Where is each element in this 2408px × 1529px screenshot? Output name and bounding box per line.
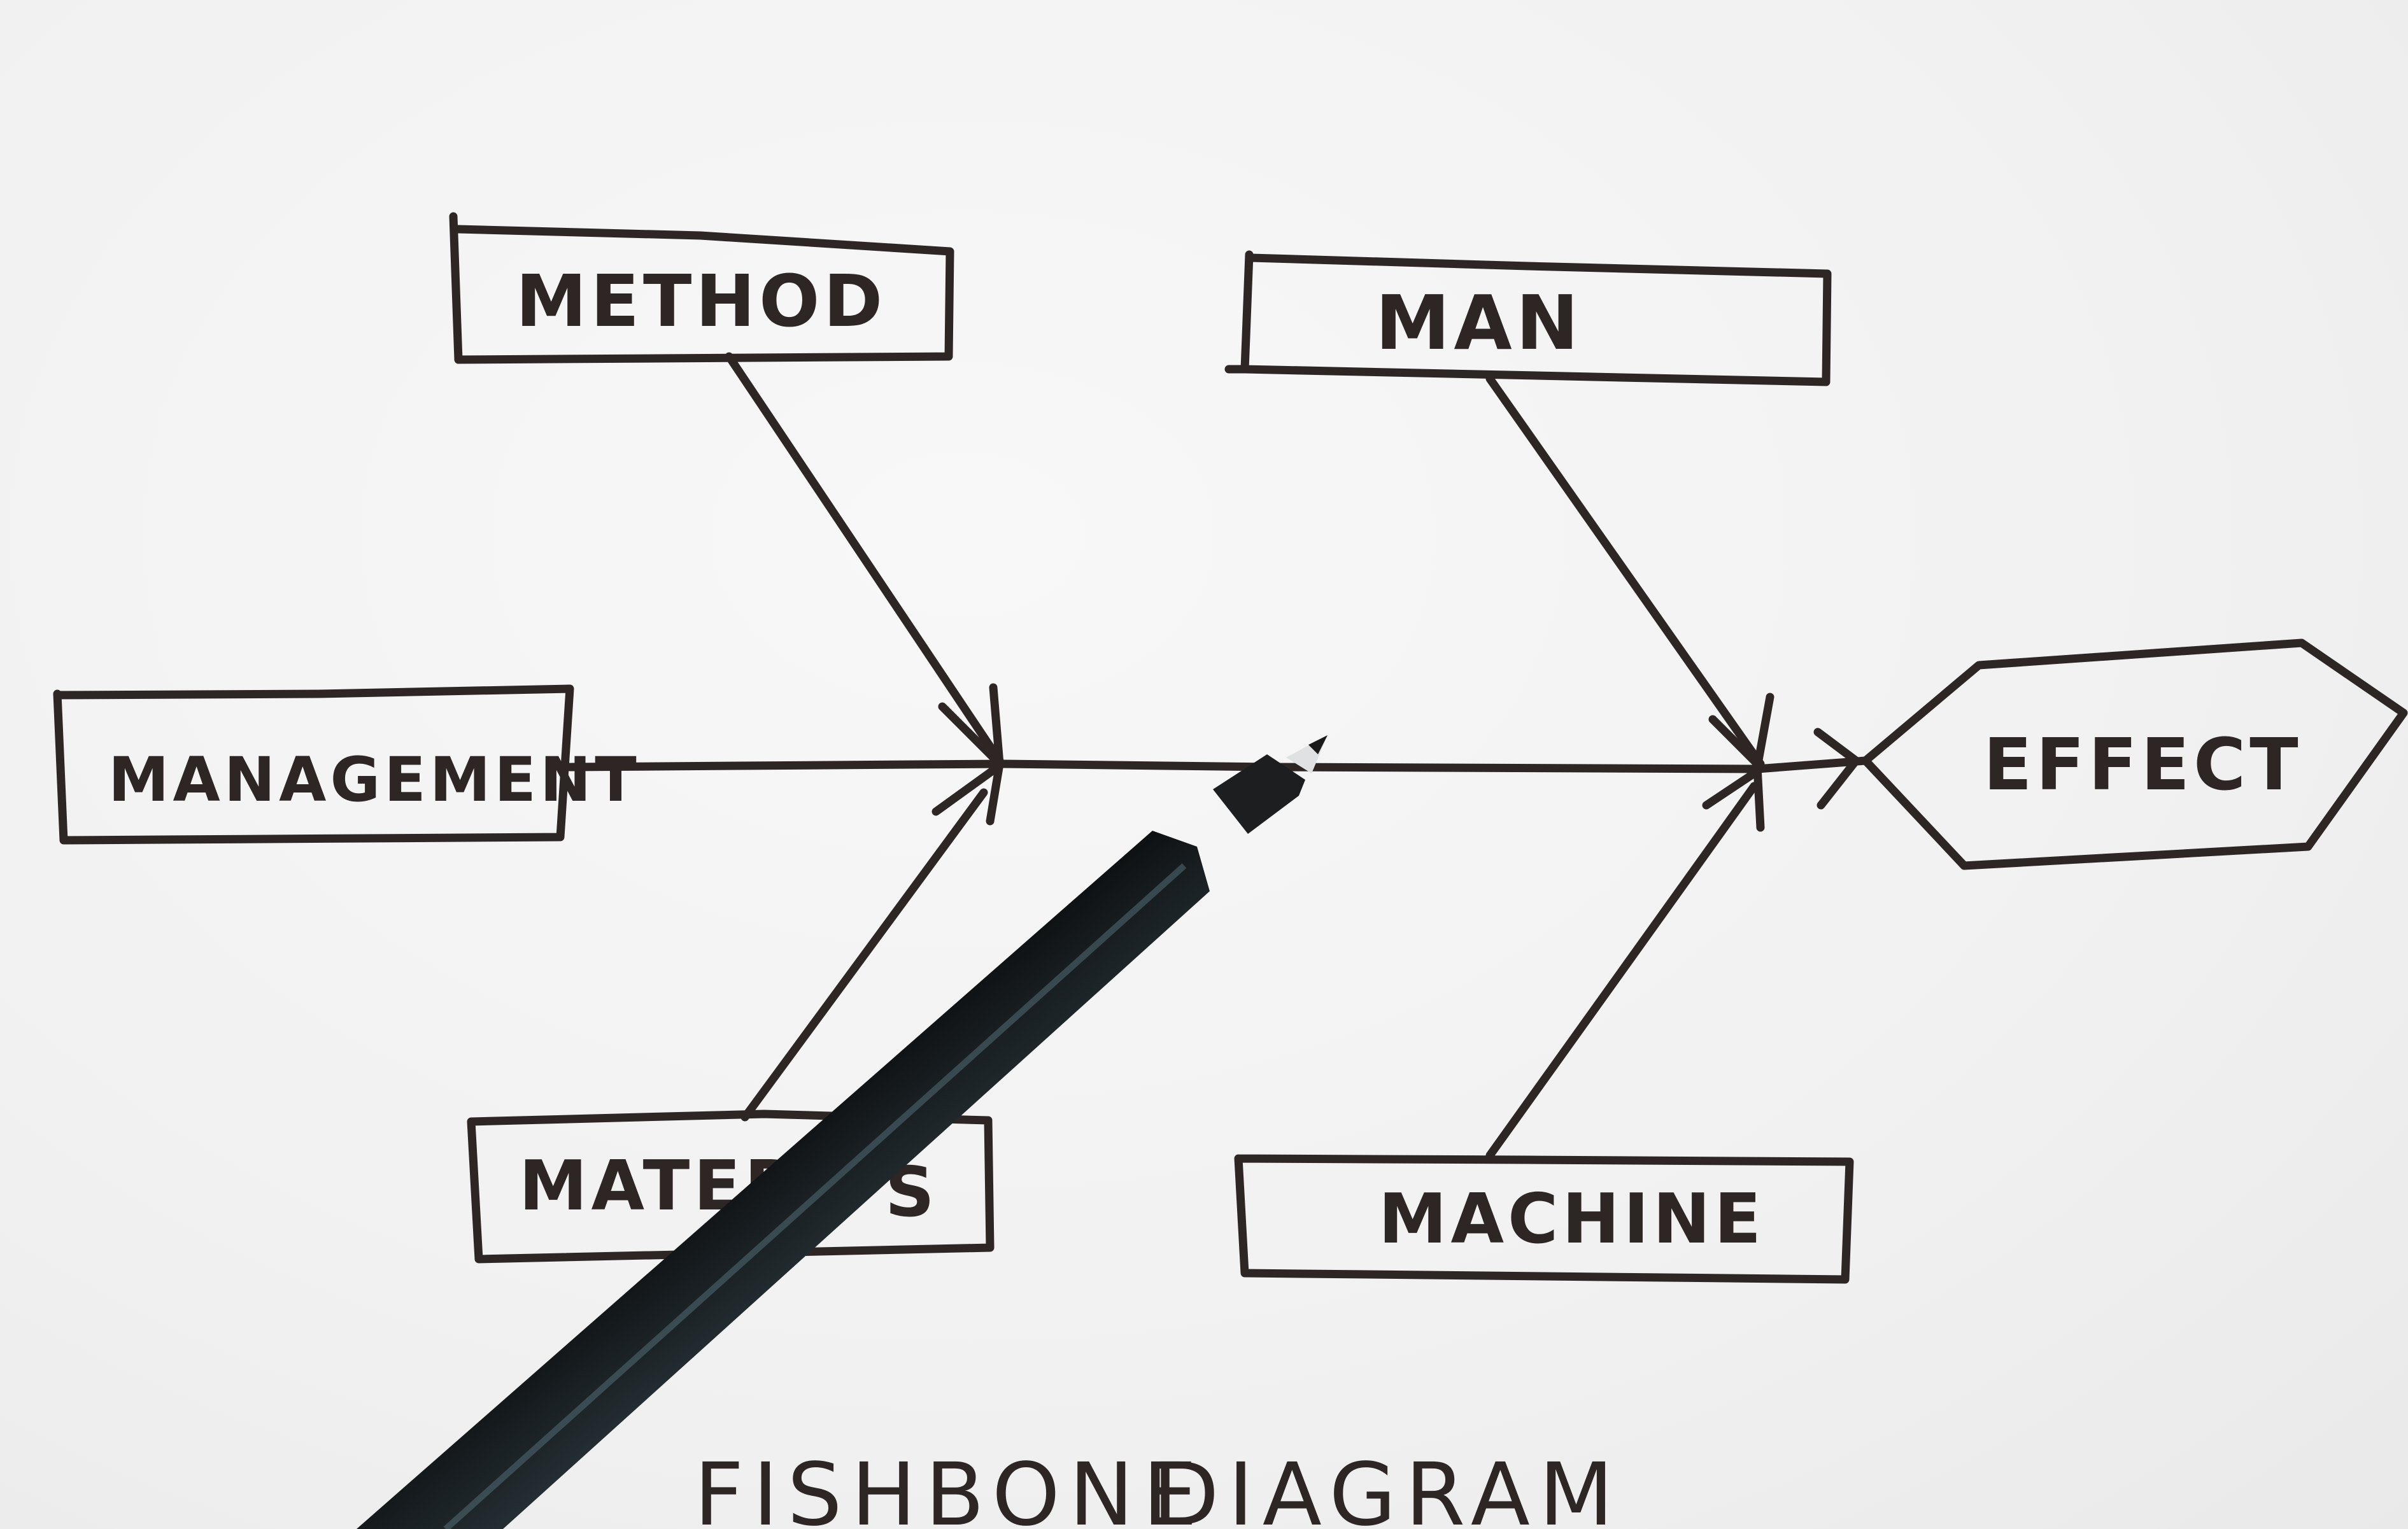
bone-machine xyxy=(1485,782,1759,1160)
title-word-fishbone: FISHBONE xyxy=(694,1445,1207,1529)
bone-man xyxy=(1485,374,1765,768)
effect-label: EFFECT xyxy=(1983,724,2302,807)
cause-label-management: MANAGEMENT xyxy=(108,744,641,815)
cause-label-method: METHOD xyxy=(516,260,886,343)
pen-collar xyxy=(1213,754,1305,834)
effect-box: EFFECT xyxy=(1861,638,2408,870)
pen xyxy=(357,735,1328,1529)
cause-box-method: METHOD xyxy=(449,212,954,364)
title-word-diagram: DIAGRAM xyxy=(1152,1445,1622,1529)
bone-materials xyxy=(740,788,988,1122)
diagram-title: FISHBONE DIAGRAM xyxy=(694,1445,1622,1529)
arrowhead-group-right xyxy=(1702,693,1860,832)
pen-highlight xyxy=(443,863,1187,1529)
arrowhead-group-left xyxy=(931,683,1004,826)
cause-label-machine: MACHINE xyxy=(1378,1180,1765,1259)
cause-box-man: MAN xyxy=(1224,250,1832,386)
cause-box-machine: MACHINE xyxy=(1234,1154,1854,1284)
pen-tip-ink xyxy=(1308,735,1328,754)
spine-line xyxy=(565,756,1870,773)
bone-method xyxy=(725,352,1004,765)
pen-body xyxy=(357,831,1210,1529)
cause-box-management: MANAGEMENT xyxy=(53,684,641,845)
cause-label-man: MAN xyxy=(1375,279,1583,367)
